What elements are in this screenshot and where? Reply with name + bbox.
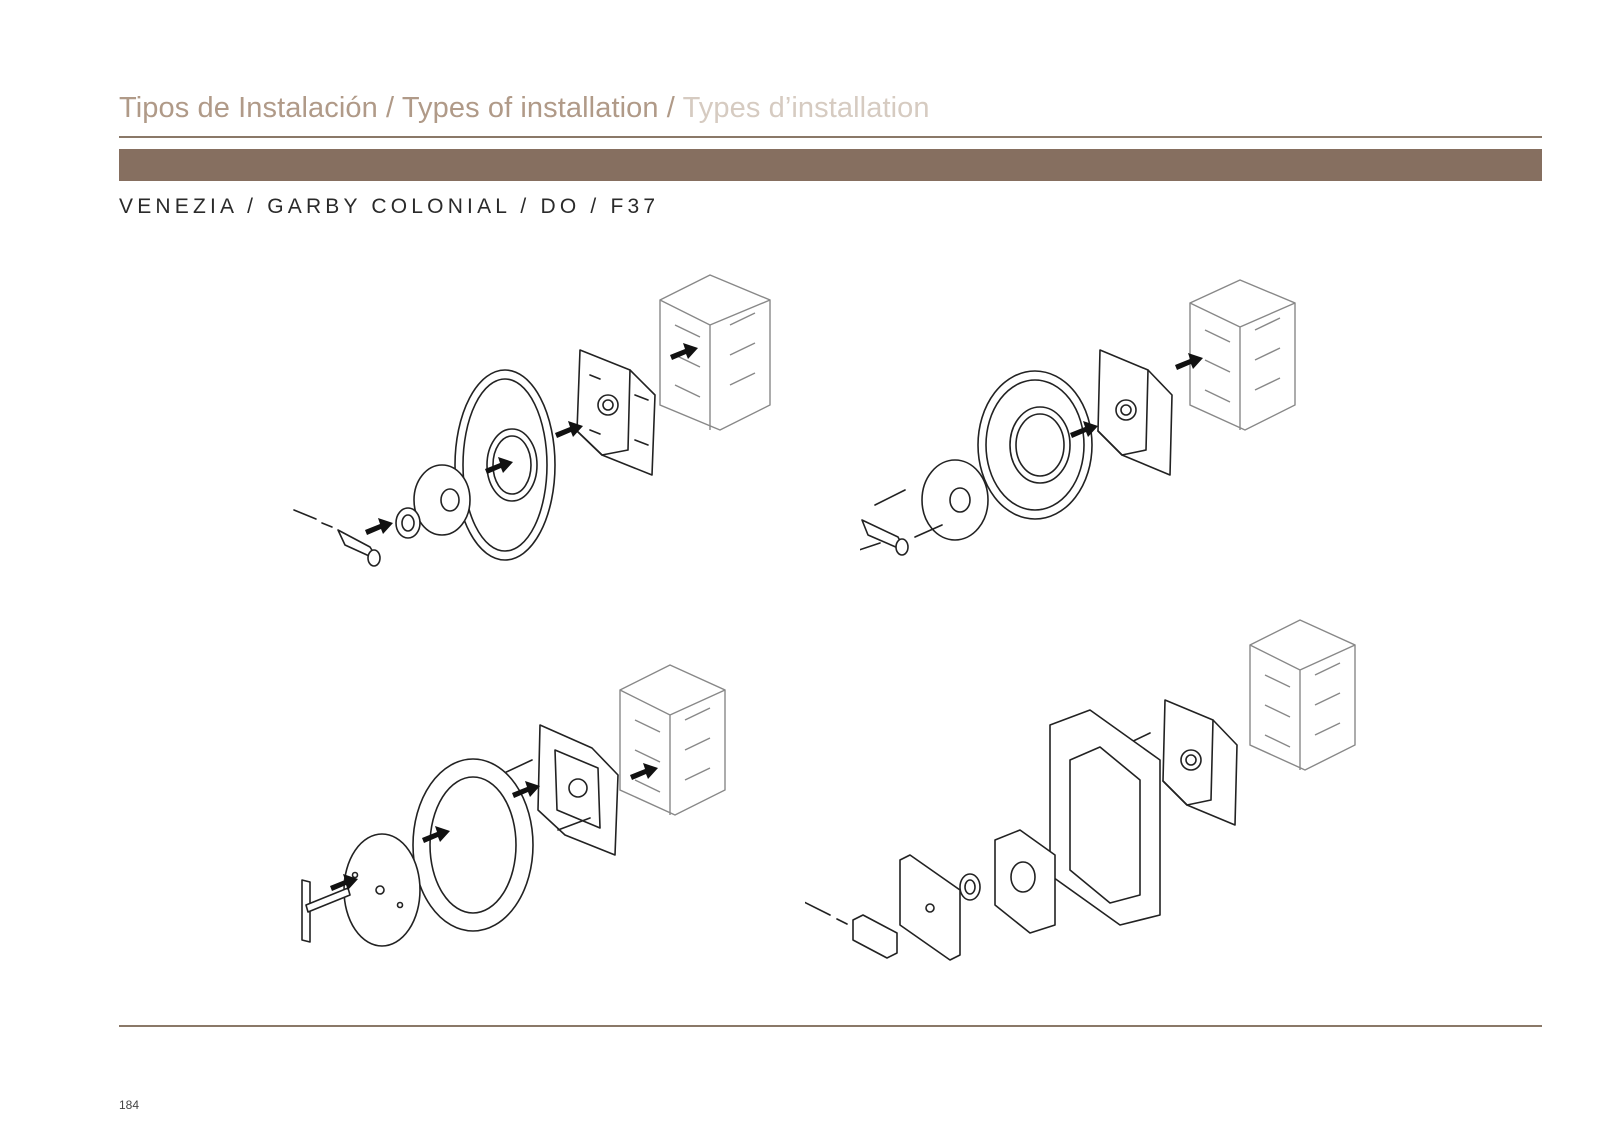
title-english: Types of installation xyxy=(401,92,659,124)
installation-diagram-venezia xyxy=(290,255,810,585)
title-french: Types d’installation xyxy=(682,92,930,124)
center-plate-illustration xyxy=(413,464,471,536)
mechanism-illustration xyxy=(499,724,619,856)
frame-plate-illustration xyxy=(1049,709,1161,926)
knob-illustration xyxy=(301,879,351,943)
center-plate-illustration xyxy=(899,854,961,961)
knob-illustration xyxy=(860,519,909,556)
title-separator: / xyxy=(658,92,683,124)
assembly-arrows xyxy=(1070,353,1203,438)
mechanism-illustration xyxy=(1124,699,1238,826)
support-illustration xyxy=(994,829,1056,934)
adapter-ring-illustration xyxy=(959,873,981,901)
page-number: 184 xyxy=(119,1098,140,1112)
mechanism-illustration xyxy=(576,349,656,476)
frame-plate-illustration xyxy=(412,758,534,932)
page-header-title: Tipos de Instalación / Types of installa… xyxy=(119,92,930,125)
header-color-band xyxy=(119,149,1542,181)
wall-box-illustration xyxy=(1189,279,1296,431)
mechanism-illustration xyxy=(1097,349,1173,476)
center-plate-illustration xyxy=(874,459,989,541)
title-spanish: Tipos de Instalación xyxy=(119,92,378,124)
wall-box-illustration xyxy=(659,274,771,431)
frame-plate-illustration xyxy=(977,370,1093,520)
installation-diagram-garby-colonial xyxy=(860,275,1320,575)
assembly-arrows xyxy=(330,763,658,891)
installation-diagram-f37 xyxy=(805,615,1385,995)
title-separator: / xyxy=(377,92,402,124)
wall-box-illustration xyxy=(619,664,726,816)
section-title: VENEZIA / GARBY COLONIAL / DO / F37 xyxy=(119,195,660,218)
wall-box-illustration xyxy=(1249,619,1356,771)
frame-plate-illustration xyxy=(454,369,556,561)
knob-illustration xyxy=(293,509,381,567)
footer-divider xyxy=(119,1025,1542,1027)
knob-illustration xyxy=(805,901,898,959)
assembly-arrows xyxy=(365,343,698,535)
installation-diagram-do xyxy=(300,660,750,970)
header-divider xyxy=(119,136,1542,138)
center-plate-illustration xyxy=(343,833,421,947)
adapter-ring-illustration xyxy=(395,507,421,539)
